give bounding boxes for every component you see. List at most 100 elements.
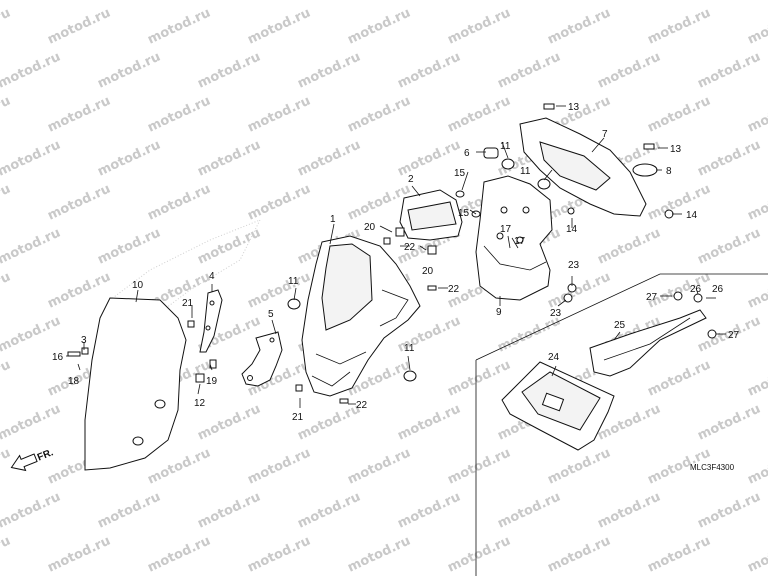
callout-25: 25	[614, 320, 626, 331]
watermark-text: motod.ru	[495, 49, 563, 91]
watermark-text: motod.ru	[395, 0, 463, 4]
callout-17b: 17	[514, 236, 526, 247]
watermark-text: motod.ru	[145, 533, 213, 575]
callout-27a: 27	[646, 292, 658, 303]
license-bracket-25[interactable]	[589, 309, 707, 377]
watermark-text: motod.ru	[245, 5, 313, 47]
watermark-text: motod.ru	[545, 269, 613, 311]
watermark-text: motod.ru	[45, 5, 113, 47]
watermark-text: motod.ru	[595, 0, 663, 4]
watermark-text: motod.ru	[745, 533, 768, 575]
upper-cowl-part[interactable]	[301, 235, 421, 397]
rubber-8[interactable]	[632, 163, 658, 177]
watermark-text: motod.ru	[0, 401, 63, 443]
callout-14a: 14	[686, 210, 698, 221]
callout-12: 12	[194, 398, 206, 409]
callout-13a: 13	[568, 102, 580, 113]
watermark-text: motod.ru	[395, 137, 463, 179]
watermark-text: motod.ru	[445, 533, 513, 575]
watermark-text: motod.ru	[695, 0, 763, 4]
bracket-5[interactable]	[241, 331, 283, 387]
watermark-text: motod.ru	[745, 445, 768, 487]
watermark-text: motod.ru	[645, 181, 713, 223]
callout-23b: 23	[550, 308, 562, 319]
watermark-text: motod.ru	[95, 225, 163, 267]
watermark-text: motod.ru	[245, 445, 313, 487]
watermark-text: motod.ru	[395, 489, 463, 531]
watermark-text: motod.ru	[95, 137, 163, 179]
watermark-text: motod.ru	[295, 137, 363, 179]
callout-11a: 11	[288, 276, 299, 287]
watermark-text: motod.ru	[0, 489, 63, 531]
watermark-text: motod.ru	[0, 445, 13, 487]
callout-3: 3	[81, 335, 87, 346]
watermark-text: motod.ru	[345, 93, 413, 135]
watermark-text: motod.ru	[345, 445, 413, 487]
watermark-text: motod.ru	[495, 489, 563, 531]
callout-20b: 20	[422, 266, 434, 277]
callout-15a: 15	[454, 168, 466, 179]
stay-part[interactable]	[475, 175, 553, 301]
callout-5: 5	[268, 309, 274, 320]
watermark-text: motod.ru	[195, 225, 263, 267]
watermark-text: motod.ru	[0, 137, 63, 179]
callout-16: 16	[52, 352, 64, 363]
watermark-text: motod.ru	[695, 137, 763, 179]
watermark-text: motod.ru	[0, 5, 13, 47]
watermark-text: motod.ru	[545, 445, 613, 487]
watermark-text: motod.ru	[595, 489, 663, 531]
watermark-text: motod.ru	[295, 401, 363, 443]
watermark-text: motod.ru	[0, 357, 13, 399]
callout-labels: 1 2 3 4 5 6 7 8 9 10 11 11 11 11 12 13 1…	[52, 102, 740, 423]
windscreen-part[interactable]	[84, 297, 187, 471]
watermark-text: motod.ru	[295, 0, 363, 4]
watermark-text: motod.ru	[195, 49, 263, 91]
watermark-text: motod.ru	[745, 181, 768, 223]
callout-19: 19	[206, 376, 218, 387]
bracket-4[interactable]	[199, 289, 223, 353]
callout-21a: 21	[182, 298, 194, 309]
callout-22a: 22	[404, 242, 416, 253]
meter-visor-part[interactable]	[399, 189, 463, 241]
watermark-text: motod.ru	[195, 401, 263, 443]
watermark-text: motod.ru	[745, 357, 768, 399]
drawing-code: MLC3F4300	[690, 463, 735, 472]
watermark-text: motod.ru	[445, 5, 513, 47]
watermark-text: motod.ru	[145, 5, 213, 47]
watermark-text: motod.ru	[695, 225, 763, 267]
watermark-text: motod.ru	[445, 357, 513, 399]
front-indicator: FR.	[36, 447, 55, 463]
watermark-text: motod.ru	[245, 93, 313, 135]
watermark-text: motod.ru	[195, 137, 263, 179]
watermark-text: motod.ru	[645, 357, 713, 399]
callout-20a: 20	[364, 222, 376, 233]
callout-27b: 27	[728, 330, 740, 341]
watermark-text: motod.ru	[145, 93, 213, 135]
callout-18: 18	[68, 376, 80, 387]
watermark-text: motod.ru	[195, 489, 263, 531]
watermark-text: motod.ru	[745, 269, 768, 311]
watermark-text: motod.ru	[495, 0, 563, 4]
callout-26b: 26	[712, 284, 724, 295]
watermark-text: motod.ru	[745, 5, 768, 47]
callout-17a: 17	[500, 224, 512, 235]
callout-1: 1	[330, 214, 336, 225]
leader-lines	[66, 105, 726, 408]
grommet-6[interactable]	[483, 147, 499, 159]
watermark-text: motod.ru	[45, 93, 113, 135]
watermark-text: motod.ru	[595, 225, 663, 267]
watermark-text: motod.ru	[45, 181, 113, 223]
watermark-text: motod.ru	[495, 313, 563, 355]
watermark-text: motod.ru	[395, 401, 463, 443]
watermark-text: motod.ru	[145, 445, 213, 487]
watermark-text: motod.ru	[95, 0, 163, 4]
watermark-text: motod.ru	[0, 225, 63, 267]
callout-2: 2	[408, 174, 414, 185]
callout-4: 4	[209, 271, 215, 282]
watermark-text: motod.ru	[245, 269, 313, 311]
meter-cover-part[interactable]	[519, 117, 647, 217]
callout-11c: 11	[500, 141, 511, 152]
license-plate-base[interactable]	[501, 361, 615, 451]
watermark-text: motod.ru	[345, 5, 413, 47]
